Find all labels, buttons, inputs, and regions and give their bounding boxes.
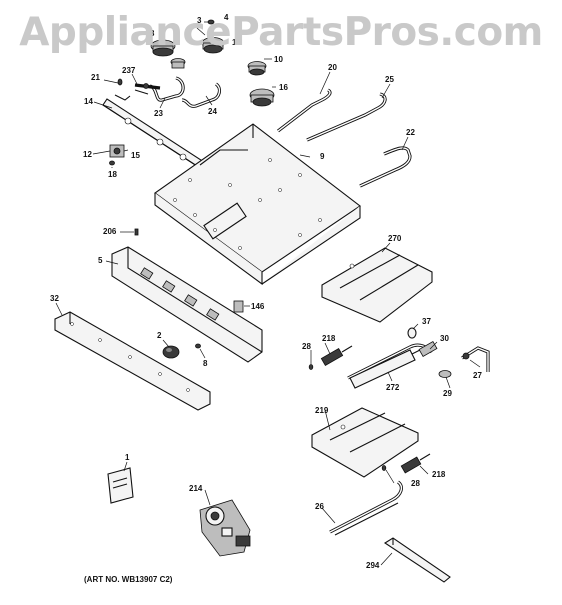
callout-218-lower: 218 [432,470,446,479]
burner-shield-272 [349,349,416,389]
callout-16: 16 [279,83,288,92]
manifold-panel-5 [111,246,263,363]
callout-32: 32 [50,294,59,303]
fitting-29 [438,370,452,378]
screw-28-upper [308,364,314,370]
callout-270: 270 [388,234,402,243]
art-number: (ART NO. WB13907 C2) [84,575,173,584]
watermark: AppliancePartsPros.com [19,10,543,55]
callout-18: 18 [108,170,117,179]
callout-218-upper: 218 [322,334,336,343]
callout-9: 9 [320,152,325,161]
callout-3-cap: 3 [150,29,155,38]
burner-tube-24 [181,82,222,108]
callout-30: 30 [440,334,449,343]
callout-146: 146 [251,302,265,311]
burner-tube-20 [277,88,332,133]
callout-24: 24 [208,107,217,116]
burner-head-small [170,58,186,69]
callout-27: 27 [473,371,482,380]
tube-27 [461,346,490,372]
burner-head-16 [249,88,275,107]
burner-tube-25 [306,92,387,142]
rail-294 [383,537,451,583]
callout-25: 25 [385,75,394,84]
callout-2: 2 [157,331,162,340]
igniter-218-lower [400,453,431,474]
trim-strip-32 [54,311,211,411]
callout-8: 8 [203,359,208,368]
callout-21: 21 [91,73,100,82]
burner-tube-22 [359,146,412,188]
baffle-219 [311,407,419,478]
callout-29: 29 [443,389,452,398]
callout-11: 11 [232,38,241,47]
burner-head-10 [247,61,267,76]
callout-37: 37 [422,317,431,326]
igniter-218-upper [320,345,353,367]
electrode-237 [134,83,161,90]
callout-4: 4 [224,13,229,22]
knob-2 [162,345,180,359]
callout-15: 15 [131,151,140,160]
spring-21 [117,78,123,86]
callout-22: 22 [406,128,415,137]
broil-burner-26 [329,480,403,536]
screw-28-lower [381,465,387,471]
callout-294: 294 [366,561,380,570]
callouts: 3 4 3 11 10 16 21 237 23 24 20 25 14 22 … [50,13,482,570]
clip-146 [233,300,244,313]
callout-219: 219 [315,406,329,415]
callout-1: 1 [125,453,130,462]
leader-lines [55,21,481,566]
gas-manifold-14 [102,89,205,169]
callout-12: 12 [83,150,92,159]
cap-37 [407,327,417,339]
burner-cap-3 [150,39,176,57]
callout-214: 214 [189,484,203,493]
callout-237: 237 [122,66,136,75]
callout-28-upper: 28 [302,342,311,351]
callout-14: 14 [84,97,93,106]
callout-206: 206 [103,227,117,236]
screw-206 [134,228,139,236]
callout-20: 20 [328,63,337,72]
heat-shield-270 [321,247,433,323]
orifice-18 [109,160,115,166]
callout-272: 272 [386,383,400,392]
regulator-214 [199,499,251,557]
screw-8 [195,343,201,349]
owners-manual-1 [107,467,134,504]
callout-3: 3 [197,16,202,25]
burner-tube-23 [149,76,185,102]
burner-box-9 [154,123,361,286]
callout-5: 5 [98,256,103,265]
callout-28-lower: 28 [411,479,420,488]
callout-23: 23 [154,109,163,118]
burner-cap-11 [201,37,225,54]
valve-12 [109,144,125,158]
callout-26: 26 [315,502,324,511]
callout-10: 10 [274,55,283,64]
